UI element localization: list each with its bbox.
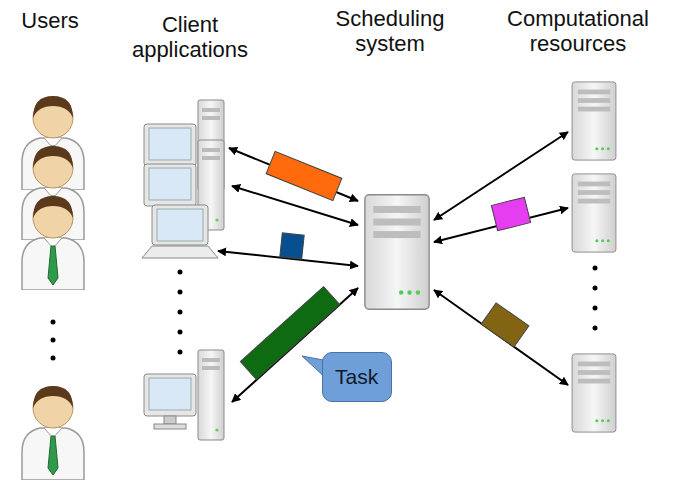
- arrow: [218, 132, 568, 402]
- callout-text: Task: [335, 365, 379, 389]
- column-heading: Scheduling system: [315, 6, 465, 56]
- callout-bubble: Task: [322, 352, 392, 402]
- ellipsis-dots: [593, 266, 598, 331]
- column-heading: Users: [5, 8, 95, 33]
- laptop: [142, 205, 218, 258]
- ellipsis-dots: [178, 270, 183, 355]
- task-block: [240, 151, 530, 379]
- column-heading: Computational resources: [483, 6, 673, 56]
- column-heading: Client applications: [115, 12, 265, 62]
- ellipsis-dots: [51, 320, 56, 361]
